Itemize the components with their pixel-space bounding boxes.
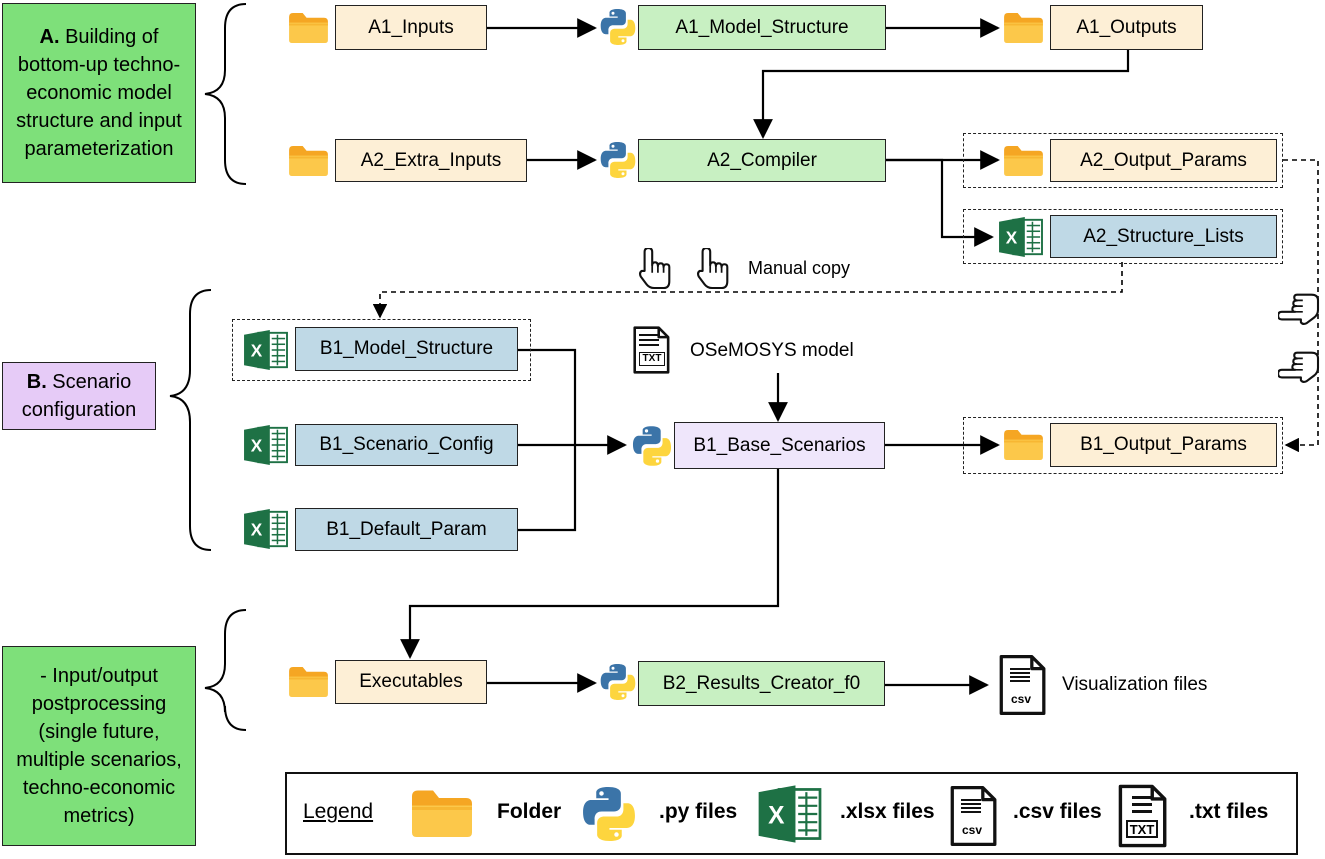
section-c-box: - Input/output postprocessing (single fu…: [2, 646, 196, 846]
pointing-hand-icon: [1278, 347, 1320, 385]
node-a2-compiler: A2_Compiler: [638, 139, 886, 182]
node-executables-label: Executables: [359, 671, 463, 692]
node-executables: Executables: [335, 660, 487, 704]
node-a1-inputs-label: A1_Inputs: [368, 16, 454, 38]
dashed-group-b1-model-structure: [232, 319, 531, 381]
folder-icon: [1002, 144, 1045, 177]
section-c-label: - Input/output postprocessing (single fu…: [16, 665, 182, 827]
brace-a: [204, 3, 247, 185]
section-a-label: A. Building of bottom-up techno-economic…: [9, 23, 189, 163]
node-a2-structure-lists: A2_Structure_Lists: [1050, 215, 1277, 258]
node-a2-output-params: A2_Output_Params: [1050, 139, 1277, 182]
visualization-files-label: Visualization files: [1062, 674, 1208, 695]
manual-copy-label: Manual copy: [748, 258, 851, 278]
node-b1-output-params: B1_Output_Params: [1050, 423, 1277, 467]
legend-box: Legend Folder .py files .xlsx files csv …: [285, 772, 1298, 855]
txt-file-icon: TXT: [1117, 784, 1167, 848]
txt-file-icon: TXT: [632, 326, 670, 374]
node-a2-structure-lists-label: A2_Structure_Lists: [1083, 225, 1244, 247]
section-b-letter: B.: [26, 371, 47, 393]
line-b1-model-structure: [518, 348, 577, 532]
manual-copy-output-params-to-b1: [1283, 159, 1319, 453]
csv-file-icon: csv: [949, 785, 997, 847]
folder-icon: [1002, 428, 1045, 461]
arrow-base-to-executables: [400, 469, 780, 659]
node-b2-results-creator-label: B2_Results_Creator_f0: [662, 672, 861, 694]
legend-folder-label: Folder: [497, 800, 562, 823]
node-a1-inputs: A1_Inputs: [335, 5, 487, 50]
excel-icon: [757, 784, 823, 844]
excel-icon: [243, 329, 289, 371]
folder-icon: [287, 11, 330, 44]
node-a1-model-structure: A1_Model_Structure: [638, 5, 886, 50]
dashed-group-b1-output-params: [963, 417, 1283, 474]
txt-icon-caption: TXT: [639, 352, 665, 366]
node-a2-compiler-label: A2_Compiler: [707, 149, 817, 171]
section-a-text: Building of bottom-up techno-economic mo…: [16, 26, 182, 160]
section-b-text: Scenario configuration: [21, 371, 137, 421]
node-b1-default-param-label: B1_Default_Param: [326, 518, 487, 540]
excel-icon: [998, 216, 1044, 258]
csv-icon-caption: csv: [1010, 692, 1032, 706]
section-b-label: B. Scenario configuration: [9, 368, 149, 424]
python-icon: [598, 140, 638, 180]
pointing-hand-icon: [695, 248, 733, 290]
pointing-hand-icon: [1278, 289, 1320, 327]
section-a-box: A. Building of bottom-up techno-economic…: [2, 3, 196, 183]
folder-icon: [287, 144, 330, 177]
section-a-letter: A.: [39, 26, 60, 48]
legend-txt-label: .txt files: [1189, 800, 1269, 823]
node-a2-output-params-label: A2_Output_Params: [1080, 149, 1247, 171]
section-b-box: B. Scenario configuration: [2, 362, 156, 430]
python-icon: [579, 784, 639, 844]
arrow-a2-compiler-to-structure-lists: [886, 158, 994, 247]
legend-xlsx-label: .xlsx files: [840, 800, 935, 823]
brace-b: [169, 289, 212, 551]
csv-icon-caption: csv: [961, 823, 983, 837]
node-b1-base-scenarios: B1_Base_Scenarios: [674, 422, 885, 469]
node-a1-outputs-label: A1_Outputs: [1076, 16, 1177, 38]
csv-file-icon: csv: [998, 654, 1046, 716]
node-a2-extra-inputs: A2_Extra_Inputs: [335, 139, 527, 182]
python-icon: [598, 662, 638, 702]
dashed-group-a2-structure-lists: [963, 209, 1283, 264]
python-icon: [598, 7, 638, 47]
dashed-group-a2-output-params: [963, 133, 1283, 188]
node-b1-scenario-config-label: B1_Scenario_Config: [319, 434, 494, 455]
node-b1-model-structure: B1_Model_Structure: [295, 327, 518, 371]
legend-py-label: .py files: [659, 800, 738, 823]
manual-copy-structure-lists-to-b1: [372, 262, 1123, 319]
folder-icon: [287, 665, 330, 698]
python-icon: [630, 424, 674, 468]
node-a1-model-structure-label: A1_Model_Structure: [675, 16, 849, 38]
node-b1-model-structure-label: B1_Model_Structure: [319, 338, 494, 359]
node-b2-results-creator: B2_Results_Creator_f0: [638, 661, 885, 706]
osemosys-model-label: OSeMOSYS model: [690, 340, 854, 361]
excel-icon: [243, 508, 289, 550]
node-b1-scenario-config: B1_Scenario_Config: [295, 424, 518, 466]
legend-csv-label: .csv files: [1013, 800, 1102, 823]
arrow-a1-outputs-to-compiler: [753, 50, 1130, 139]
brace-c: [204, 609, 247, 731]
folder-icon: [409, 787, 475, 839]
node-a1-outputs: A1_Outputs: [1050, 5, 1203, 50]
node-b1-base-scenarios-label: B1_Base_Scenarios: [693, 434, 866, 456]
node-b1-default-param: B1_Default_Param: [295, 508, 518, 551]
node-b1-output-params-label: B1_Output_Params: [1080, 434, 1247, 455]
excel-icon: [243, 424, 289, 466]
pointing-hand-icon: [637, 248, 675, 290]
txt-icon-caption: TXT: [1126, 820, 1158, 838]
legend-title: Legend: [303, 800, 374, 823]
folder-icon: [1002, 11, 1045, 44]
node-a2-extra-inputs-label: A2_Extra_Inputs: [360, 149, 502, 171]
